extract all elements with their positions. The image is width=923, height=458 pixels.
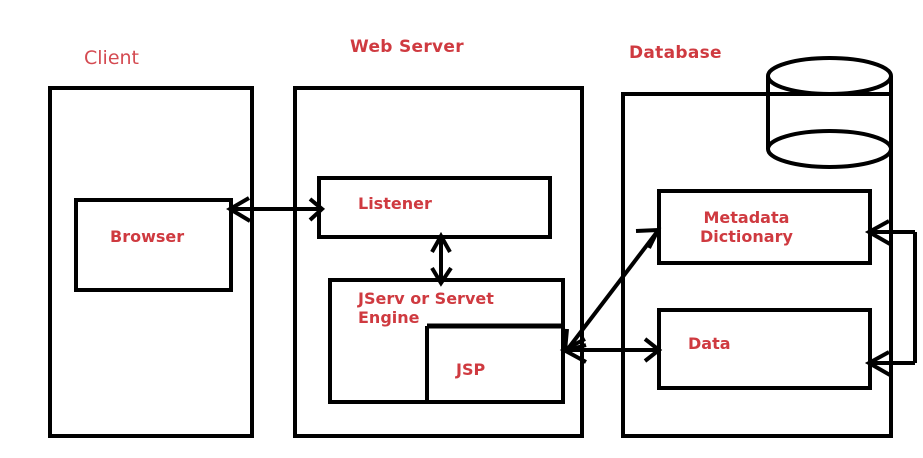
connector-return-bus bbox=[864, 219, 917, 377]
data-label: Data bbox=[688, 334, 731, 353]
group-label-web-server: Web Server bbox=[350, 37, 464, 57]
client-container bbox=[48, 86, 254, 438]
database-cylinder-icon bbox=[766, 56, 893, 169]
jserv-label: JServ or Servet Engine bbox=[358, 289, 494, 327]
connector-listener-jserv bbox=[430, 231, 453, 287]
browser-box bbox=[74, 198, 233, 292]
connector-browser-listener bbox=[226, 196, 326, 223]
database-container bbox=[621, 92, 893, 438]
web-server-container bbox=[293, 86, 584, 438]
group-label-database: Database bbox=[629, 43, 722, 63]
connector-jsp-metadata bbox=[562, 227, 662, 354]
metadata-dictionary-label: Metadata Dictionary bbox=[700, 208, 793, 246]
jsp-label: JSP bbox=[456, 360, 486, 379]
listener-label: Listener bbox=[358, 194, 432, 213]
data-box bbox=[657, 308, 872, 390]
jserv-box bbox=[328, 278, 565, 404]
browser-label: Browser bbox=[110, 227, 185, 246]
metadata-dictionary-box bbox=[657, 189, 872, 265]
jsp-box bbox=[425, 323, 563, 402]
group-label-client: Client bbox=[84, 47, 140, 69]
listener-box bbox=[317, 176, 552, 239]
connector-jsp-data bbox=[559, 337, 663, 364]
